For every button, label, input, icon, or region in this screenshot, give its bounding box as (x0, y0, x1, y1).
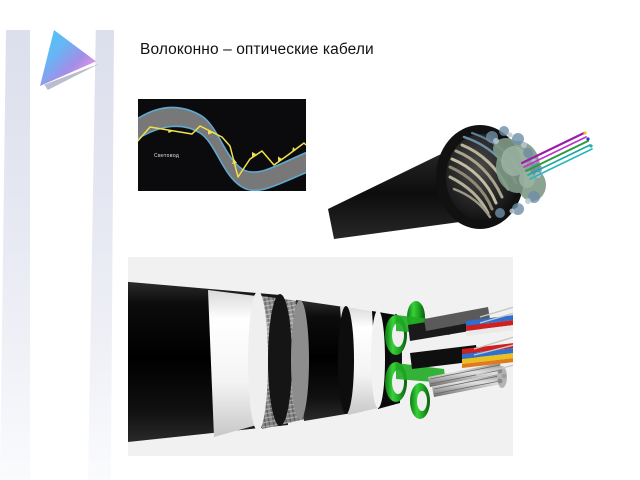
loose-tube-fiber-optic-cable-photo (322, 97, 598, 249)
armored-fiber-optic-cable-cutaway-photo (128, 257, 513, 456)
bottom-cable-svg (128, 257, 513, 456)
page-title: Волоконно – оптические кабели (140, 41, 374, 58)
top-cable-svg (322, 97, 598, 249)
waveguide-svg (138, 99, 306, 191)
waveguide-label: Световод (154, 153, 180, 159)
triangle-logo (36, 30, 102, 94)
decorative-strip-left (0, 30, 30, 480)
decorative-strip-right (88, 30, 114, 480)
waveguide-light-propagation-diagram: Световод (138, 99, 306, 191)
